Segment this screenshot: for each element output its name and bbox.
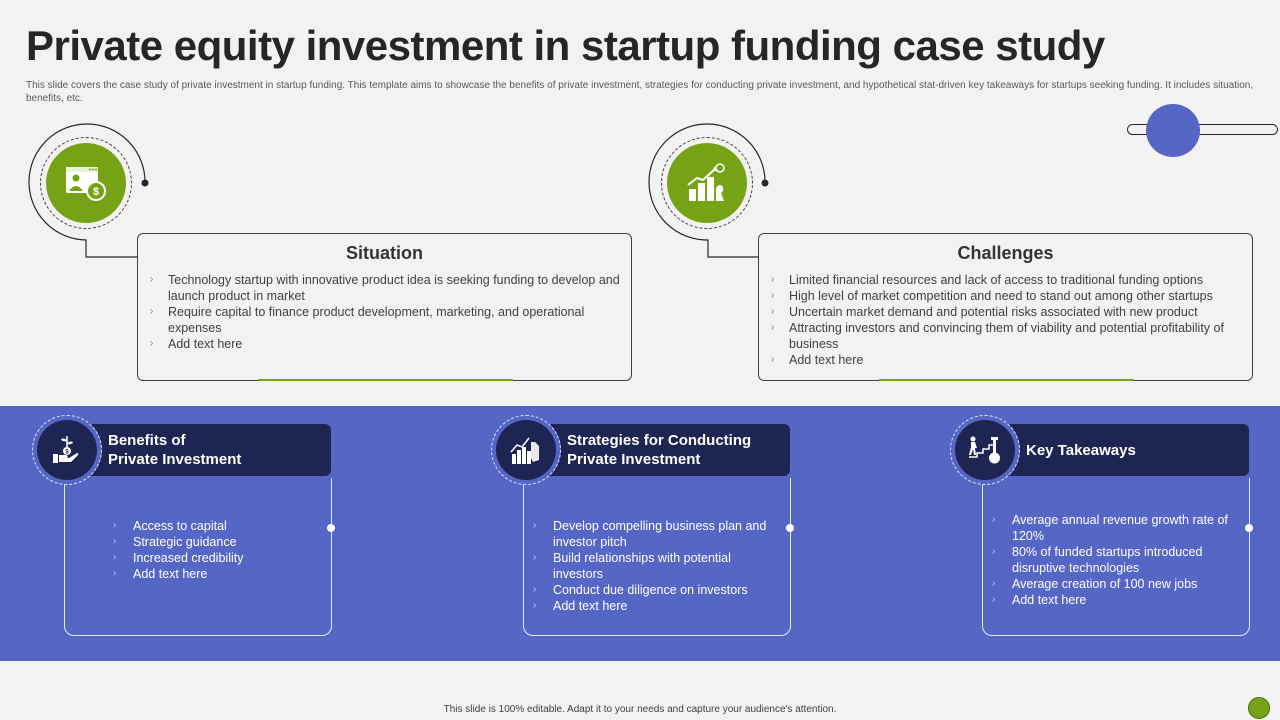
- list-item: Add text here: [113, 566, 243, 582]
- takeaways-icon-circle: [955, 420, 1015, 480]
- list-item: Average creation of 100 new jobs: [992, 576, 1232, 592]
- benefits-title-line1: Benefits of: [108, 432, 186, 449]
- list-item: Access to capital: [113, 518, 243, 534]
- takeaways-header: Key Takeaways: [984, 424, 1249, 476]
- list-item: Require capital to finance product devel…: [150, 304, 621, 336]
- strategies-icon-circle: [496, 420, 556, 480]
- list-item: Add text here: [533, 598, 773, 614]
- challenges-card: Challenges Limited financial resources a…: [758, 233, 1253, 381]
- benefits-frame-dot: [327, 524, 335, 532]
- list-item: Limited financial resources and lack of …: [771, 272, 1242, 288]
- hand-money-plant-icon: $: [53, 436, 79, 463]
- list-item: Increased credibility: [113, 550, 243, 566]
- challenges-title: Challenges: [957, 243, 1054, 263]
- decorative-slider-track: [1127, 124, 1278, 135]
- svg-text:$: $: [93, 186, 99, 198]
- list-item: Technology startup with innovative produ…: [150, 272, 621, 304]
- list-item: Average annual revenue growth rate of 12…: [992, 512, 1232, 544]
- list-item: Uncertain market demand and potential ri…: [771, 304, 1242, 320]
- list-item: Add text here: [771, 352, 1242, 368]
- list-item: Add text here: [150, 336, 621, 352]
- list-item: Add text here: [992, 592, 1232, 608]
- page-subtitle: This slide covers the case study of priv…: [26, 80, 1254, 104]
- situation-card: Situation Technology startup with innova…: [137, 233, 632, 381]
- situation-icon-circle: $: [46, 143, 126, 223]
- strategies-icon-ring: [491, 415, 561, 485]
- bottom-band: Benefits of Private Investment $ Access …: [0, 406, 1280, 661]
- takeaways-icon-ring: [950, 415, 1020, 485]
- strategies-frame: [523, 478, 791, 636]
- list-item: High level of market competition and nee…: [771, 288, 1242, 304]
- takeaways-title: Key Takeaways: [1026, 441, 1136, 459]
- takeaways-list: Average annual revenue growth rate of 12…: [992, 512, 1232, 608]
- benefits-icon-ring: $: [32, 415, 102, 485]
- takeaways-frame-dot: [1245, 524, 1253, 532]
- list-item: Develop compelling business plan and inv…: [533, 518, 773, 550]
- page-title: Private equity investment in startup fun…: [26, 22, 1105, 69]
- footer-note: This slide is 100% editable. Adapt it to…: [443, 704, 837, 715]
- list-item: Build relationships with potential inves…: [533, 550, 773, 582]
- challenges-list: Limited financial resources and lack of …: [759, 272, 1252, 368]
- strategies-title-line2: Private Investment: [567, 451, 701, 468]
- situation-dash-ring: [40, 137, 132, 229]
- svg-text:$: $: [65, 450, 69, 456]
- strategies-title-line1: Strategies for Conducting: [567, 432, 752, 449]
- challenges-underline: [879, 379, 1134, 381]
- list-item: Attracting investors and convincing them…: [771, 320, 1242, 352]
- situation-list: Technology startup with innovative produ…: [138, 272, 631, 352]
- decorative-slider-knob: [1146, 104, 1200, 157]
- benefits-frame: [64, 478, 332, 636]
- situation-underline: [258, 379, 513, 381]
- stairs-goal-icon: [969, 436, 1000, 464]
- situation-title: Situation: [346, 243, 423, 263]
- challenges-icon-circle: [667, 143, 747, 223]
- growth-chart-chess-icon: [687, 163, 725, 201]
- challenges-dash-ring: [661, 137, 753, 229]
- list-item: Conduct due diligence on investors: [533, 582, 773, 598]
- strategies-frame-dot: [786, 524, 794, 532]
- takeaways-frame: [982, 478, 1250, 636]
- benefits-icon-circle: $: [37, 420, 97, 480]
- chart-hand-icon: [510, 437, 539, 464]
- list-item: 80% of funded startups introduced disrup…: [992, 544, 1232, 576]
- benefits-header: Benefits of Private Investment: [66, 424, 331, 476]
- benefits-title-line2: Private Investment: [108, 451, 242, 468]
- strategies-header: Strategies for Conducting Private Invest…: [525, 424, 790, 476]
- list-item: Strategic guidance: [113, 534, 243, 550]
- footer-green-dot: [1248, 697, 1270, 719]
- strategies-list: Develop compelling business plan and inv…: [533, 518, 773, 614]
- benefits-list: Access to capital Strategic guidance Inc…: [113, 518, 243, 582]
- profile-money-icon: $: [66, 167, 106, 201]
